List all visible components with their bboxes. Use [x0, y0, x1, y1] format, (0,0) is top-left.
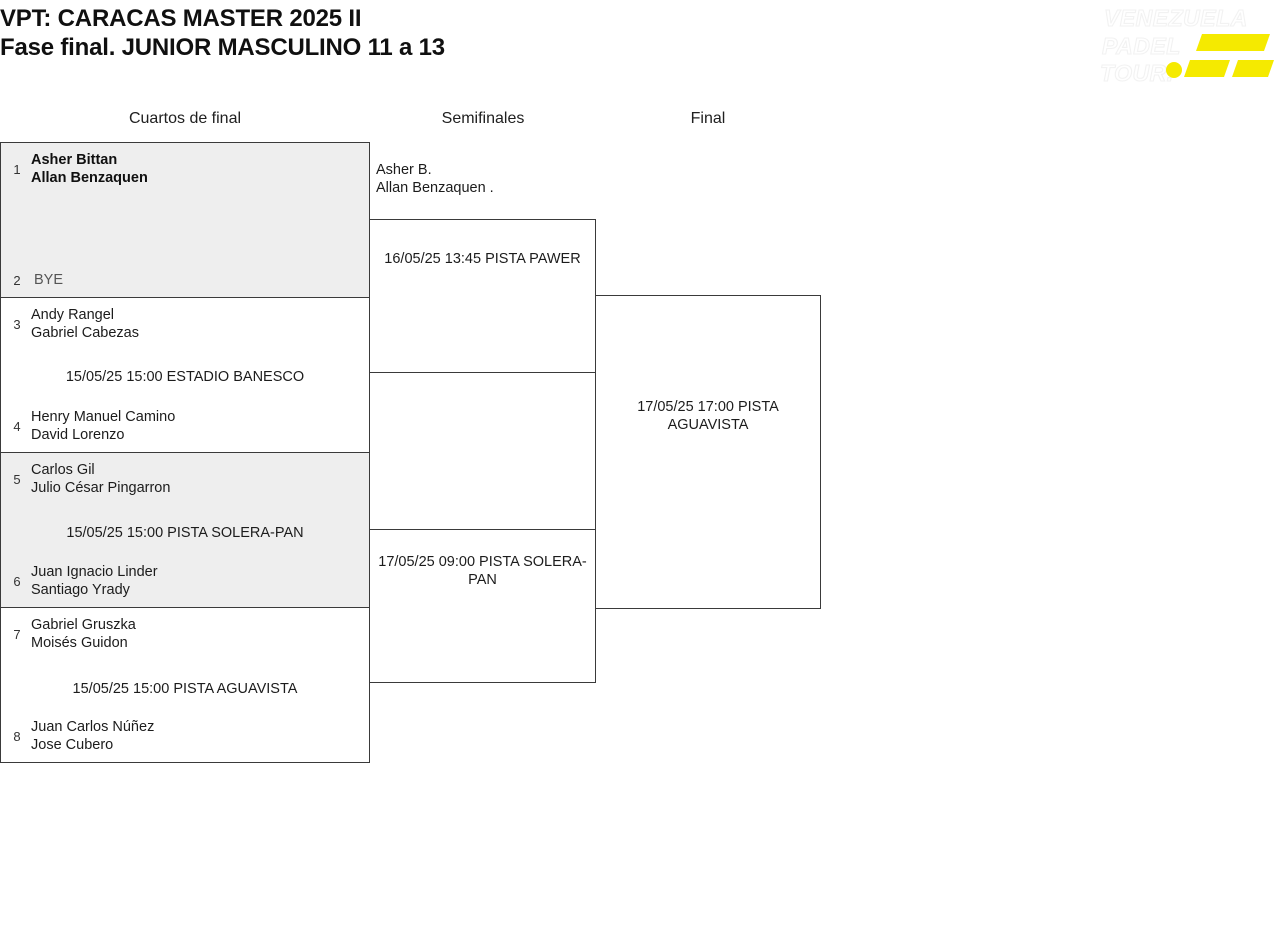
qualified-player-name-1: Asher B. [376, 162, 432, 178]
player-name-1: Henry Manuel Camino [31, 409, 176, 425]
seed-number: 5 [13, 471, 21, 487]
seed-number: 7 [13, 626, 21, 642]
logo-icon: VENEZUELA PADEL TOUR. [1099, 4, 1274, 87]
player-name-2: Santiago Yrady [31, 582, 130, 598]
player-name-1: Juan Ignacio Linder [31, 564, 158, 580]
round-header-semifinales: Semifinales [441, 110, 525, 127]
round-header-final: Final [690, 110, 726, 127]
team-players: Andy Rangel Gabriel Cabezas [26, 306, 139, 342]
seed-number: 1 [13, 161, 21, 177]
team-players: Juan Ignacio Linder Santiago Yrady [26, 563, 158, 599]
logo-text-line-3: TOUR. [1100, 60, 1174, 86]
team-players: Henry Manuel Camino David Lorenzo [26, 408, 175, 444]
team-bye-label: BYE [34, 272, 64, 288]
logo-dot [1166, 62, 1182, 78]
match-box-semifinal-1[interactable]: 16/05/25 13:45 PISTA PAWER [369, 219, 596, 373]
qualified-team-semifinal-1: Asher B. Allan Benzaquen . [376, 161, 494, 197]
match-box-semifinal-2[interactable]: 17/05/25 09:00 PISTA SOLERA-PAN [369, 529, 596, 683]
match-box-final[interactable]: 17/05/25 17:00 PISTA AGUAVISTA [595, 295, 821, 609]
team-row[interactable]: 4 Henry Manuel Camino David Lorenzo [1, 408, 369, 444]
player-name-2: Moisés Guidon [31, 635, 128, 651]
player-name-2: Allan Benzaquen [31, 170, 148, 186]
player-name-2: David Lorenzo [31, 427, 125, 443]
player-name-1: Asher Bittan [31, 152, 118, 168]
team-players: Juan Carlos Núñez Jose Cubero [26, 718, 154, 754]
page-title-line-1: VPT: CARACAS MASTER 2025 II [0, 5, 362, 32]
match-schedule: 17/05/25 17:00 PISTA AGUAVISTA [637, 399, 779, 433]
match-schedule: 17/05/25 09:00 PISTA SOLERA-PAN [378, 554, 587, 588]
team-players: Gabriel Gruszka Moisés Guidon [26, 616, 136, 652]
logo-bar-bottom-right [1232, 60, 1274, 77]
match-box-quarterfinal-4[interactable]: 7 Gabriel Gruszka Moisés Guidon 15/05/25… [0, 607, 370, 763]
match-box-quarterfinal-1[interactable]: 1 Asher Bittan Allan Benzaquen 2 BYE [0, 142, 370, 298]
qualified-player-name-2: Allan Benzaquen . [376, 180, 494, 196]
player-name-2: Jose Cubero [31, 737, 114, 753]
round-header-cuartos-de-final: Cuartos de final [128, 110, 242, 127]
match-schedule: 15/05/25 15:00 PISTA SOLERA-PAN [66, 525, 304, 541]
team-players: Carlos Gil Julio César Pingarron [26, 461, 170, 497]
match-schedule: 15/05/25 15:00 ESTADIO BANESCO [65, 369, 305, 385]
seed-number: 6 [13, 573, 21, 589]
team-row[interactable]: 5 Carlos Gil Julio César Pingarron [1, 461, 369, 497]
team-row[interactable]: 1 Asher Bittan Allan Benzaquen [1, 151, 369, 187]
match-schedule: 15/05/25 15:00 PISTA AGUAVISTA [72, 681, 298, 697]
player-name-1: Carlos Gil [31, 462, 95, 478]
seed-number: 2 [13, 272, 21, 288]
player-name-1: Juan Carlos Núñez [31, 719, 155, 735]
team-row[interactable]: 7 Gabriel Gruszka Moisés Guidon [1, 616, 369, 652]
page-title-line-2: Fase final. JUNIOR MASCULINO 11 a 13 [0, 34, 445, 61]
tournament-header: VPT: CARACAS MASTER 2025 II Fase final. … [0, 4, 900, 62]
match-box-quarterfinal-3[interactable]: 5 Carlos Gil Julio César Pingarron 15/05… [0, 452, 370, 608]
player-name-1: Andy Rangel [31, 307, 115, 323]
team-row[interactable]: 3 Andy Rangel Gabriel Cabezas [1, 306, 369, 342]
logo-accent-bars [1166, 34, 1274, 78]
seed-number: 4 [13, 418, 21, 434]
player-name-2: Julio César Pingarron [31, 480, 171, 496]
player-name-1: Gabriel Gruszka [31, 617, 136, 633]
logo-text-line-1: VENEZUELA [1104, 5, 1248, 31]
match-schedule: 16/05/25 13:45 PISTA PAWER [384, 251, 581, 267]
player-name-2: Gabriel Cabezas [31, 325, 139, 341]
team-row[interactable]: 6 Juan Ignacio Linder Santiago Yrady [1, 563, 369, 599]
team-players: Asher Bittan Allan Benzaquen [26, 151, 148, 187]
logo-text-line-2: PADEL [1102, 33, 1181, 59]
logo-bar-bottom-left [1184, 60, 1230, 77]
team-row[interactable]: 8 Juan Carlos Núñez Jose Cubero [1, 718, 369, 754]
venezuela-padel-tour-logo: VENEZUELA PADEL TOUR. [1098, 2, 1274, 87]
logo-bar-top [1196, 34, 1270, 51]
seed-number: 8 [13, 728, 21, 744]
team-row[interactable]: 2 BYE [1, 271, 369, 289]
match-box-quarterfinal-2[interactable]: 3 Andy Rangel Gabriel Cabezas 15/05/25 1… [0, 297, 370, 453]
seed-number: 3 [13, 316, 21, 332]
